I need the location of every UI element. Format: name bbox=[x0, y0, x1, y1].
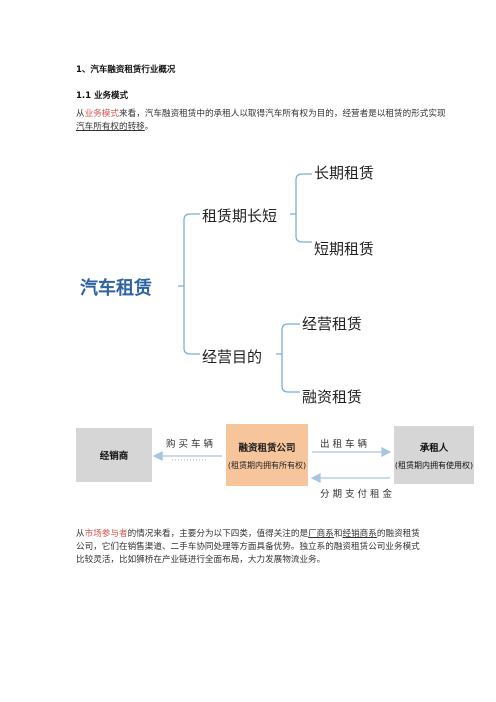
leasing-company-subtitle: (租赁期内拥有所有权) bbox=[227, 460, 307, 470]
link-dealer-type[interactable]: 经销商系 bbox=[342, 529, 377, 539]
label-buy-vehicles: 购买车辆 bbox=[166, 439, 217, 450]
mindmap-connectors bbox=[178, 173, 312, 393]
car-leasing-mindmap: 汽车租赁 租赁期长短 长期租赁 短期租赁 经营目的 经营租赁 融资租赁 bbox=[80, 164, 375, 406]
mindmap-root: 汽车租赁 bbox=[80, 278, 152, 299]
mindmap-branch-business-purpose: 经营目的 bbox=[202, 348, 263, 366]
para1-text-pre: 从 bbox=[76, 109, 85, 119]
paragraph-business-model: 从业务模式来看，汽车融资租赁中的承租人以取得汽车所有权为目的，经营者是以租赁的形… bbox=[76, 108, 446, 134]
label-pay-installments: 分期支付租金 bbox=[320, 489, 396, 500]
leasing-flow-diagram: 经销商 融资租赁公司 (租赁期内拥有所有权) 承租人 (租赁期内拥有使用权) 购… bbox=[76, 416, 474, 500]
dealer-box: 经销商 bbox=[76, 428, 152, 482]
para1-text-end: 。 bbox=[144, 122, 154, 132]
lease-arrow-head bbox=[381, 447, 392, 457]
label-lease-vehicles: 出租车辆 bbox=[320, 439, 371, 450]
pay-arrow-head bbox=[310, 473, 321, 483]
branch2-bracket bbox=[276, 323, 300, 393]
leasing-company-box: 融资租赁公司 (租赁期内拥有所有权) bbox=[226, 424, 308, 486]
mindmap-leaf-finance-lease: 融资租赁 bbox=[302, 388, 363, 406]
para1-text-mid: 来看，汽车融资租赁中的承租人以取得汽车所有权为目的，经营者是以租赁的形式实现 bbox=[119, 109, 446, 119]
lessee-title: 承租人 bbox=[419, 442, 449, 454]
section-heading: 1、汽车融资租赁行业概况 bbox=[76, 65, 176, 75]
root-bracket bbox=[178, 213, 200, 355]
buy-arrow-head bbox=[152, 451, 163, 461]
branch1-bracket bbox=[290, 173, 312, 243]
leasing-company-title: 融资租赁公司 bbox=[238, 442, 296, 454]
link-business-model[interactable]: 业务模式 bbox=[84, 109, 119, 119]
dealer-title: 经销商 bbox=[99, 451, 129, 462]
link-market-participants[interactable]: 市场参与者 bbox=[84, 529, 128, 539]
mindmap-leaf-short-term: 短期租赁 bbox=[314, 240, 375, 258]
mindmap-leaf-operating-lease: 经营租赁 bbox=[302, 315, 363, 333]
paragraph-market-participants: 从市场参与者的情况来看，主要分为以下四类，值得关注的是厂商系和经销商系的融资租赁… bbox=[76, 528, 421, 567]
flow-arrows bbox=[152, 447, 392, 483]
para2-text-mid: 的情况来看，主要分为以下四类，值得关注的是 bbox=[127, 529, 309, 539]
mindmap-branch-lease-term: 租赁期长短 bbox=[202, 207, 278, 225]
mindmap-leaf-long-term: 长期租赁 bbox=[314, 164, 375, 182]
subsection-heading: 1.1 业务模式 bbox=[76, 91, 129, 101]
para2-text-rest: 的融资租赁公司，它们在销售渠道、二手车协同处理等方面具备优势。独立系的融资租赁公… bbox=[76, 529, 420, 565]
para2-text-pre: 从 bbox=[76, 529, 85, 539]
para2-text-and: 和 bbox=[333, 529, 343, 539]
lessee-box: 承租人 (租赁期内拥有使用权) bbox=[394, 426, 474, 484]
link-manufacturer-type[interactable]: 厂商系 bbox=[308, 529, 334, 539]
link-ownership-transfer[interactable]: 汽车所有权的转移 bbox=[76, 122, 145, 132]
lessee-subtitle: (租赁期内拥有使用权) bbox=[394, 460, 474, 470]
